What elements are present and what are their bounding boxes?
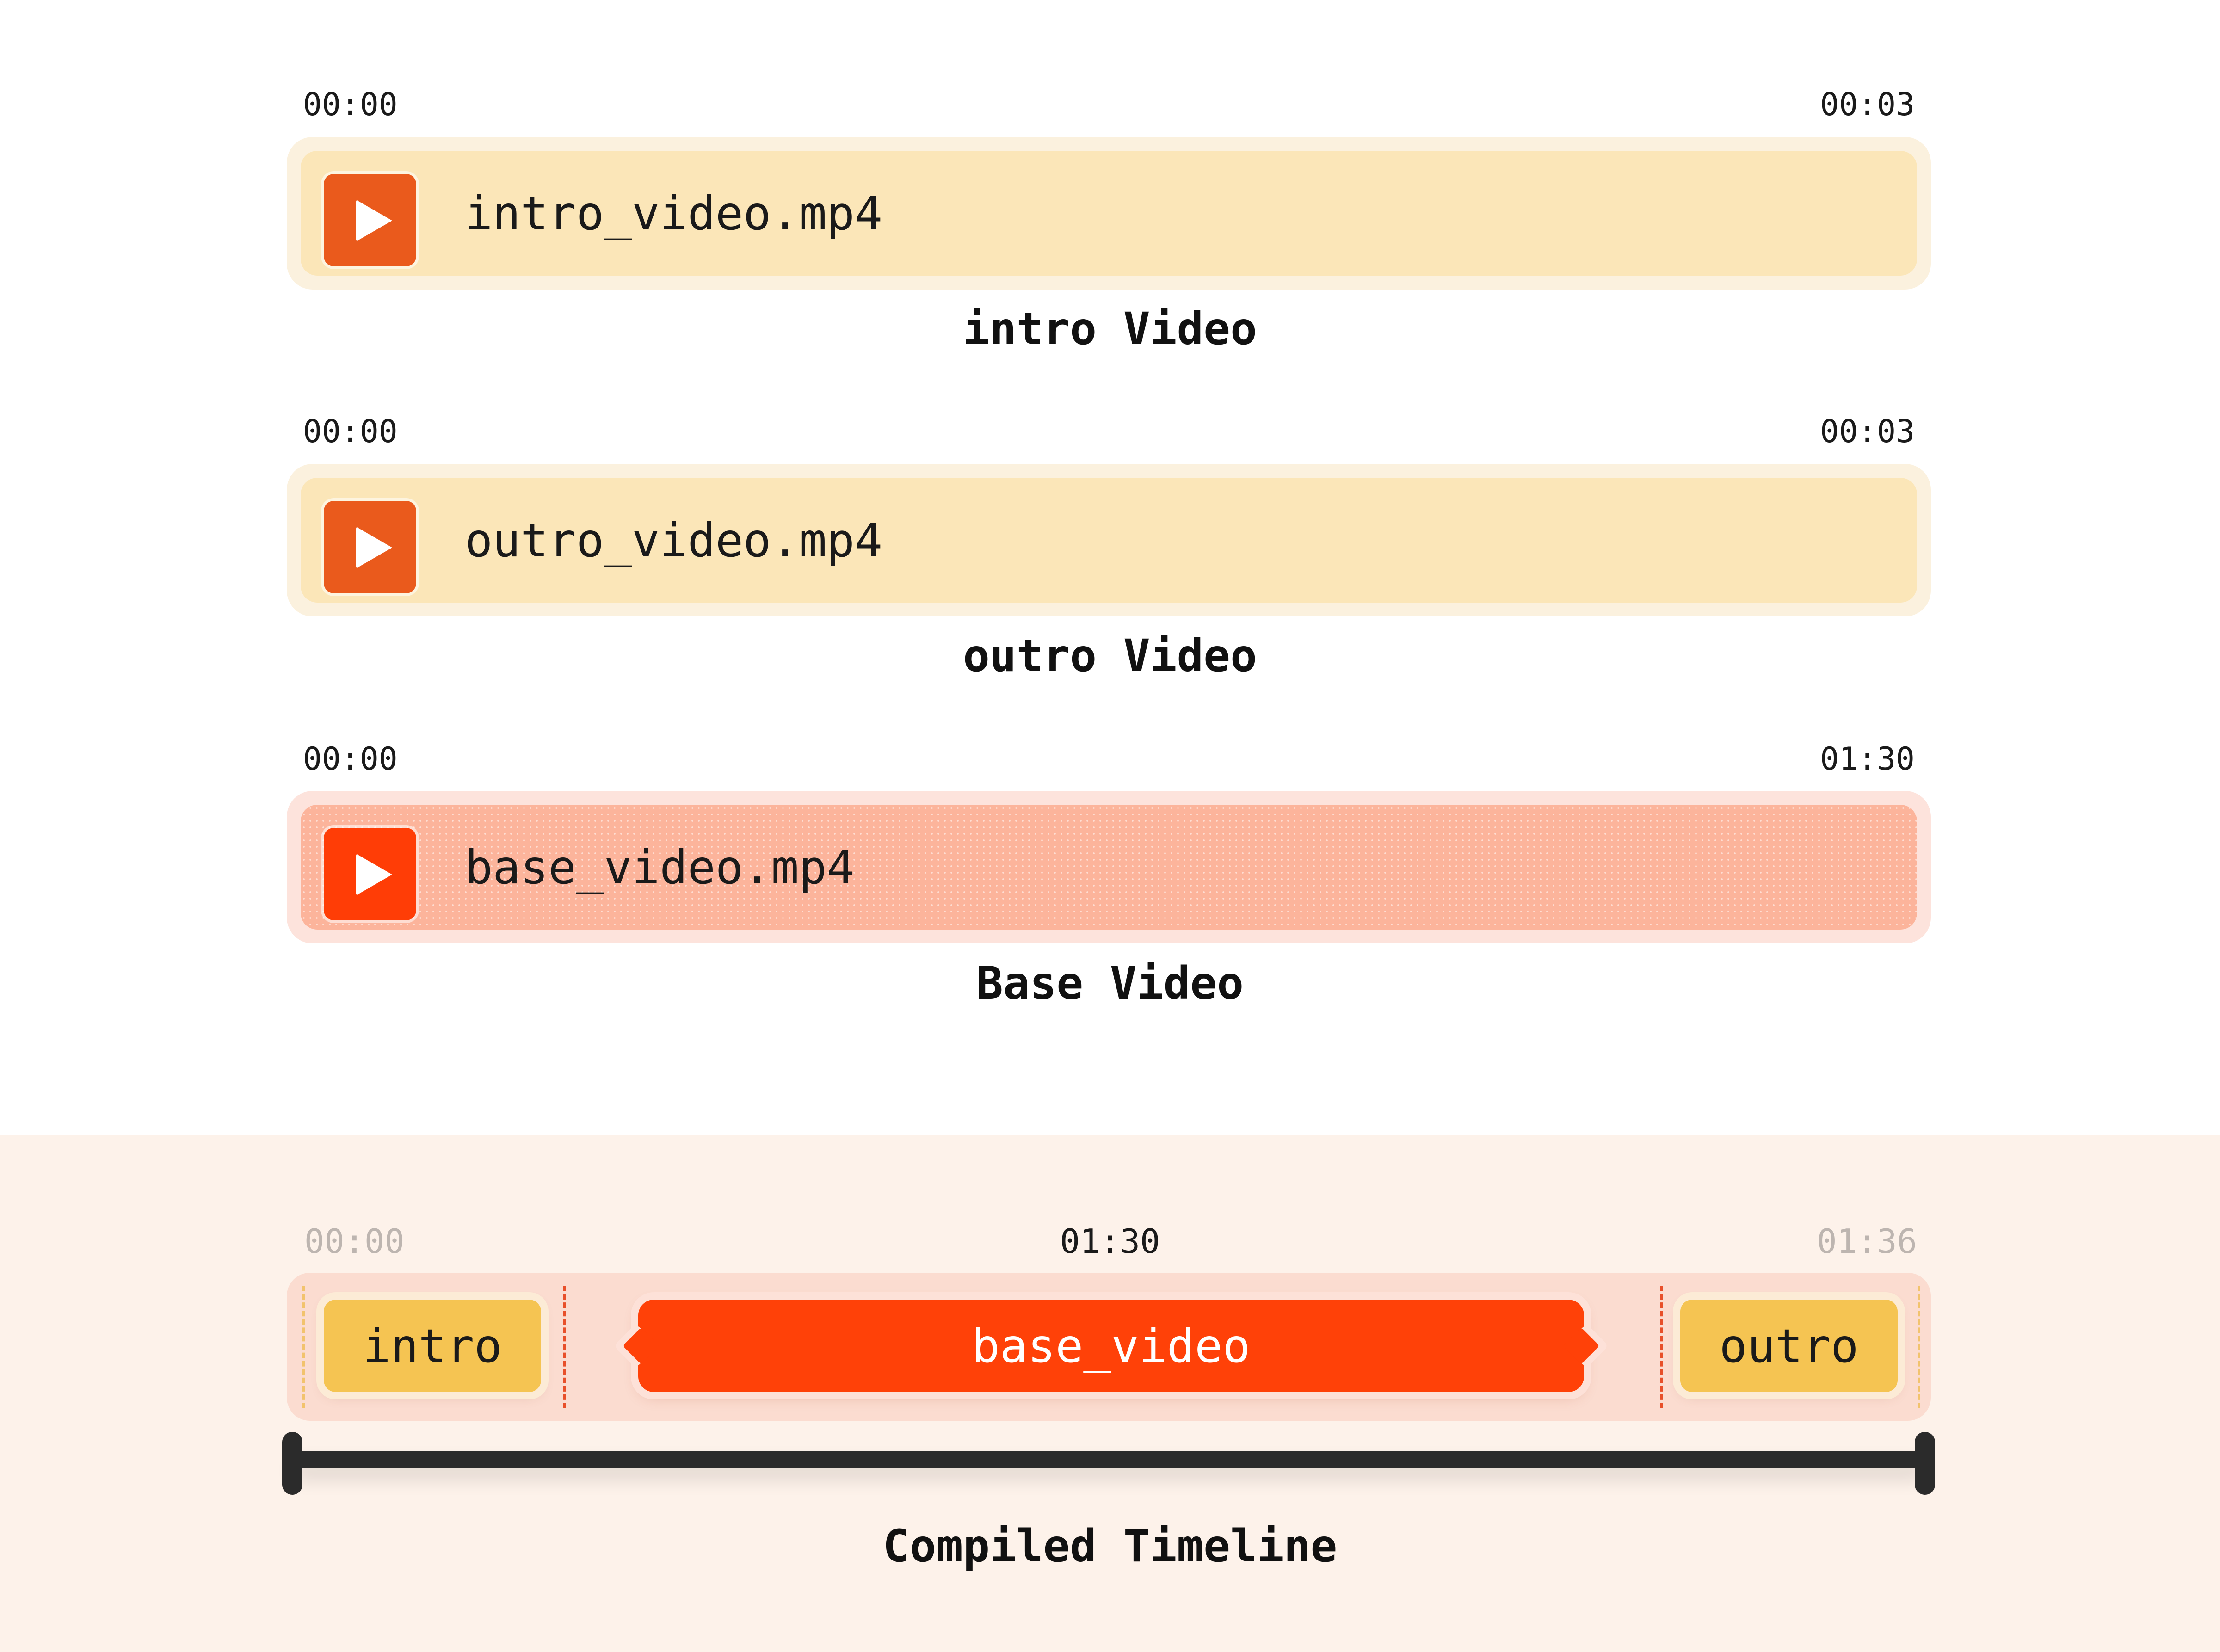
outro-track-frame: outro_video.mp4 — [287, 464, 1931, 616]
intro-track-clip[interactable]: intro_video.mp4 — [301, 151, 1917, 276]
outro-start-time: 00:00 — [303, 413, 398, 450]
base-track-clip[interactable]: base_video.mp4 — [301, 805, 1917, 930]
base-video-segment[interactable]: base_video — [638, 1300, 1584, 1392]
outro-start-marker — [1660, 1286, 1663, 1408]
timeline-axis — [292, 1451, 1925, 1468]
outro-end-marker — [1918, 1286, 1920, 1408]
intro-segment[interactable]: intro — [324, 1300, 541, 1392]
outro-track-clip[interactable]: outro_video.mp4 — [301, 478, 1917, 603]
base-end-time: 01:30 — [1820, 741, 1915, 777]
intro-filename: intro_video.mp4 — [465, 186, 883, 240]
intro-caption: intro Video — [963, 303, 1257, 355]
play-icon[interactable] — [324, 501, 416, 593]
compiled-mid-time: 01:30 — [1060, 1222, 1160, 1261]
compiled-timeline-section: 00:00 01:30 01:36 intro base_video outro… — [0, 1135, 2220, 1652]
outro-caption: outro Video — [963, 630, 1257, 682]
intro-start-time: 00:00 — [303, 86, 398, 123]
timeline-axis-end-cap — [1915, 1432, 1935, 1495]
play-icon[interactable] — [324, 828, 416, 920]
intro-start-marker — [302, 1286, 305, 1408]
outro-segment[interactable]: outro — [1680, 1300, 1898, 1392]
outro-filename: outro_video.mp4 — [465, 513, 883, 567]
play-icon[interactable] — [324, 174, 416, 266]
base-start-time: 00:00 — [303, 741, 398, 777]
intro-end-marker — [563, 1286, 566, 1408]
compiled-end-time: 01:36 — [1817, 1222, 1917, 1261]
base-caption: Base Video — [976, 957, 1244, 1009]
intro-end-time: 00:03 — [1820, 86, 1915, 123]
timeline-axis-start-cap — [282, 1432, 302, 1495]
base-track-frame: base_video.mp4 — [287, 791, 1931, 943]
outro-end-time: 00:03 — [1820, 413, 1915, 450]
base-filename: base_video.mp4 — [465, 840, 855, 894]
intro-track-frame: intro_video.mp4 — [287, 137, 1931, 290]
compiled-start-time: 00:00 — [304, 1222, 405, 1261]
compiled-caption: Compiled Timeline — [882, 1520, 1338, 1572]
